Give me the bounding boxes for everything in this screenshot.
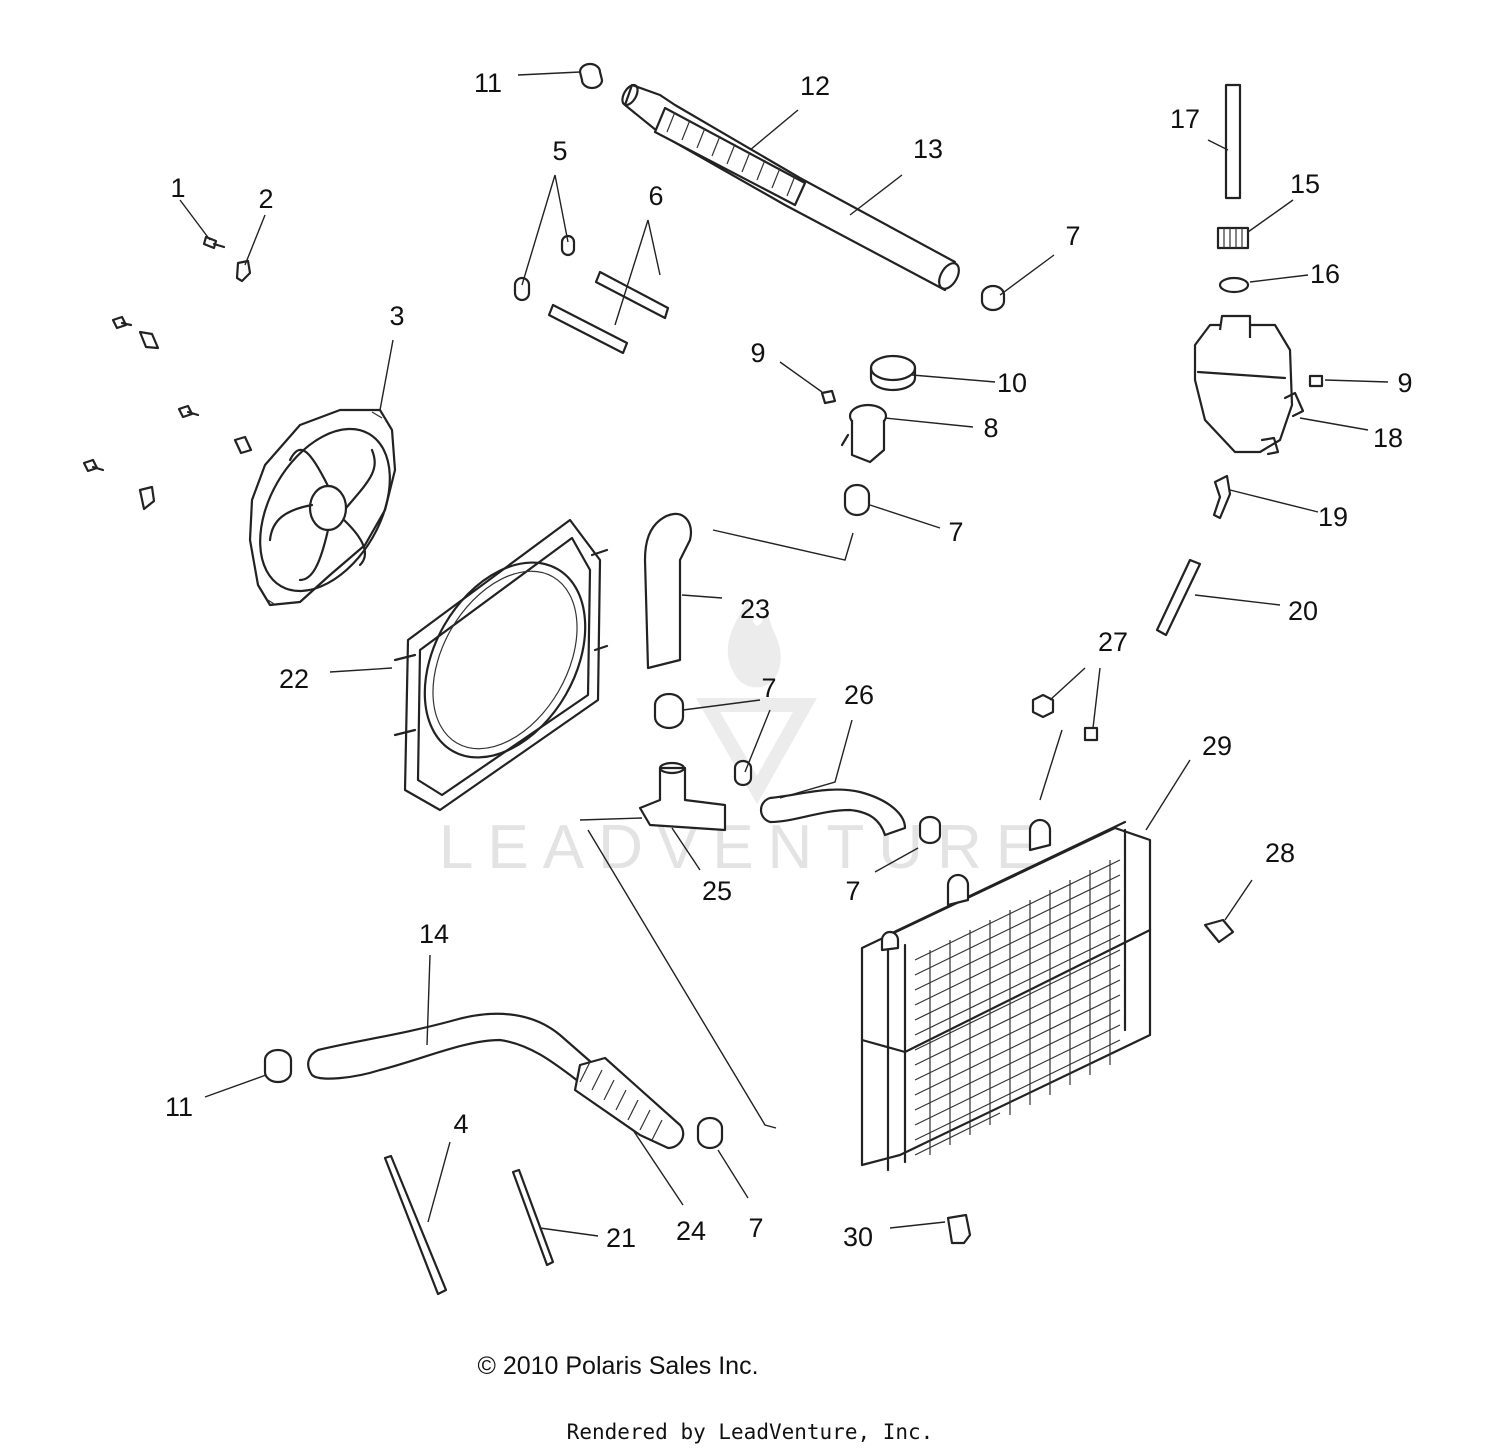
part-20-tube <box>1155 558 1202 637</box>
callout-22: 22 <box>279 664 309 694</box>
part-3-fan-assembly <box>248 408 397 607</box>
part-8-filler-neck <box>840 403 888 464</box>
callout-27: 27 <box>1098 627 1128 657</box>
part-7-clamp-b <box>843 483 871 517</box>
callout-7-b: 7 <box>948 517 963 547</box>
callout-11-top: 11 <box>474 68 502 98</box>
part-4-cable-tie <box>383 1154 448 1296</box>
callout-11-bottom: 11 <box>165 1092 193 1122</box>
callout-8: 8 <box>983 413 998 443</box>
part-18-coolant-reservoir <box>1193 314 1305 456</box>
callout-28: 28 <box>1265 838 1295 868</box>
callout-15: 15 <box>1290 169 1320 199</box>
callout-30: 30 <box>843 1222 873 1252</box>
part-11-clamp-top <box>578 62 604 90</box>
callout-10: 10 <box>997 368 1027 398</box>
callout-4: 4 <box>453 1109 468 1139</box>
copyright-notice: © 2010 Polaris Sales Inc. <box>0 1352 1500 1381</box>
part-7-clamp-e <box>918 815 942 845</box>
part-6-tubes <box>547 270 670 355</box>
callout-5: 5 <box>552 136 567 166</box>
callout-29: 29 <box>1202 731 1232 761</box>
callout-1: 1 <box>170 173 185 203</box>
callout-21: 21 <box>606 1223 636 1253</box>
part-1-bolt <box>202 235 226 250</box>
callout-23: 23 <box>740 594 770 624</box>
callout-9-a: 9 <box>750 338 765 368</box>
part-15-reservoir-cap <box>1216 226 1250 250</box>
part-10-radiator-cap <box>869 354 917 392</box>
part-22-fan-shroud <box>393 518 609 812</box>
part-2-bracket <box>235 259 252 283</box>
callout-18: 18 <box>1373 423 1403 453</box>
callout-9-b: 9 <box>1397 368 1412 398</box>
callout-13: 13 <box>913 134 943 164</box>
callout-labels: 11 12 13 5 6 1 2 3 7 17 15 16 9 10 9 18 … <box>165 68 1413 1253</box>
callout-14: 14 <box>419 919 449 949</box>
part-9-bolt-b <box>1308 374 1324 388</box>
part-16-o-ring <box>1218 276 1250 294</box>
leader-lines <box>179 71 1389 1237</box>
callout-25: 25 <box>702 876 732 906</box>
part-21-cable-tie <box>511 1168 555 1267</box>
part-29-radiator <box>860 818 1152 1172</box>
part-27-nut <box>1031 693 1055 719</box>
part-7-clamp-f <box>696 1116 724 1150</box>
callout-7-c: 7 <box>761 673 776 703</box>
callout-19: 19 <box>1318 502 1348 532</box>
part-24-hose-sleeve <box>573 1056 685 1150</box>
watermark-text: LEADVENTURE <box>439 813 1051 882</box>
callout-20: 20 <box>1288 596 1318 626</box>
callout-2: 2 <box>258 184 273 214</box>
callout-6: 6 <box>648 181 663 211</box>
part-17-vent-tube <box>1224 83 1242 200</box>
part-25-tee-fitting <box>638 761 727 832</box>
callout-26: 26 <box>844 680 874 710</box>
part-30-drain-plug <box>946 1213 972 1245</box>
fasteners-left <box>82 315 253 511</box>
callout-7-e: 7 <box>748 1213 763 1243</box>
callout-16: 16 <box>1310 259 1340 289</box>
callout-17: 17 <box>1170 104 1200 134</box>
callout-24: 24 <box>676 1216 706 1246</box>
callout-3: 3 <box>389 301 404 331</box>
part-11-clamp-bottom <box>263 1048 293 1084</box>
part-26-hose <box>759 788 907 837</box>
part-23-elbow-hose <box>643 512 693 670</box>
rendered-by-credit: Rendered by LeadVenture, Inc. <box>566 1420 934 1444</box>
part-7-clamp-a <box>980 284 1006 312</box>
part-19-fitting <box>1212 474 1232 520</box>
callout-7-d: 7 <box>845 876 860 906</box>
part-7-clamp-c <box>653 692 685 730</box>
part-27-grommet <box>1083 726 1099 742</box>
part-5-clamps <box>513 234 576 302</box>
callout-7-a: 7 <box>1065 221 1080 251</box>
part-9-bolt-a <box>820 389 837 405</box>
part-12-hose-sleeve <box>653 106 807 207</box>
copyright-text: © 2010 Polaris Sales Inc. <box>477 1352 759 1380</box>
part-28-bolt <box>1203 918 1235 944</box>
part-14-lower-hose <box>307 1012 602 1092</box>
callout-12: 12 <box>800 71 830 101</box>
